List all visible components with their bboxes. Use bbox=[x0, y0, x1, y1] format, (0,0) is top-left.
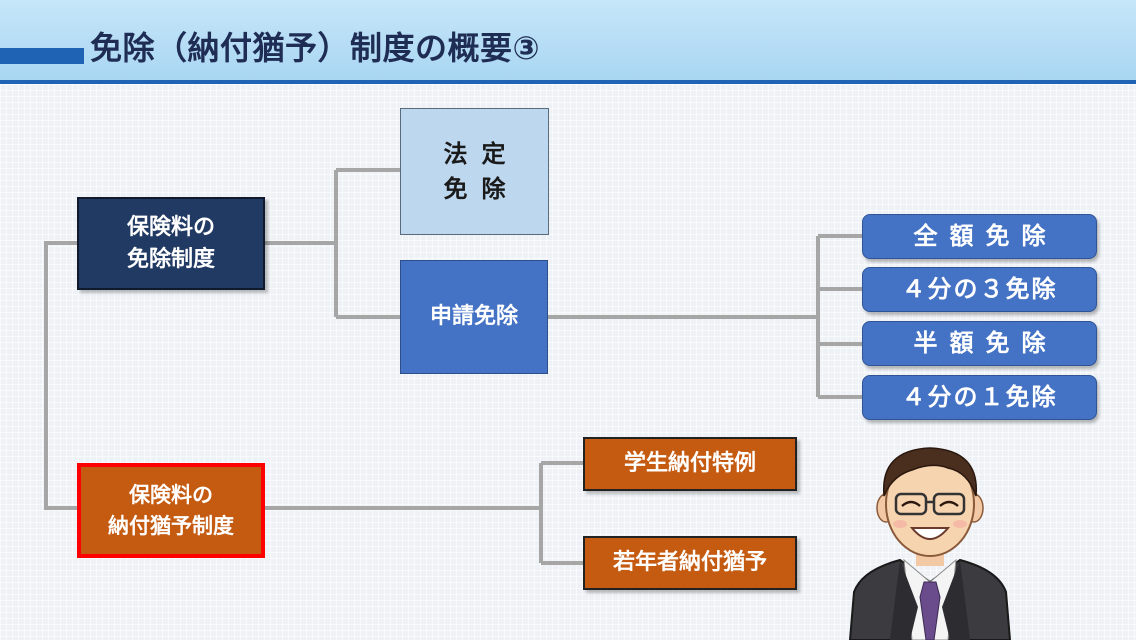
node-yonbun-san-menjo-label: ４分の３免除 bbox=[901, 275, 1058, 304]
node-zengaku-menjo: 全額免除 bbox=[862, 214, 1097, 259]
node-yonbun-san-menjo: ４分の３免除 bbox=[862, 267, 1097, 312]
node-shinsei-menjo-label: 申請免除 bbox=[429, 304, 518, 330]
node-jakunensha-nofu-yuyo: 若年者納付猶予 bbox=[583, 536, 797, 590]
node-gakusei-nofu-tokurei-label: 学生納付特例 bbox=[623, 451, 756, 477]
node-hokenryo-nofu-yuyo-label: 保険料の 納付猶予制度 bbox=[108, 483, 234, 538]
node-hokenryo-nofu-yuyo: 保険料の 納付猶予制度 bbox=[77, 463, 265, 558]
node-yonbun-ichi-menjo-label: ４分の１免除 bbox=[901, 383, 1058, 412]
node-shinsei-menjo: 申請免除 bbox=[400, 260, 548, 374]
node-hangaku-menjo: 半額免除 bbox=[862, 321, 1097, 366]
header-accent-bar bbox=[0, 48, 84, 64]
node-zengaku-menjo-label: 全額免除 bbox=[913, 222, 1058, 251]
node-hotei-menjo-label: 法定 免除 bbox=[443, 139, 520, 203]
node-hangaku-menjo-label: 半額免除 bbox=[913, 329, 1058, 358]
node-jakunensha-nofu-yuyo-label: 若年者納付猶予 bbox=[612, 550, 767, 576]
node-yonbun-ichi-menjo: ４分の１免除 bbox=[862, 375, 1097, 420]
presenter-man-icon bbox=[848, 447, 1012, 640]
node-hotei-menjo: 法定 免除 bbox=[400, 108, 549, 235]
node-hokenryo-menjo: 保険料の 免除制度 bbox=[77, 197, 265, 290]
slide-title: 免除（納付猶予）制度の概要③ bbox=[90, 29, 541, 67]
header-band: 免除（納付猶予）制度の概要③ bbox=[0, 0, 1136, 84]
node-gakusei-nofu-tokurei: 学生納付特例 bbox=[583, 437, 797, 491]
node-hokenryo-menjo-label: 保険料の 免除制度 bbox=[126, 214, 215, 272]
